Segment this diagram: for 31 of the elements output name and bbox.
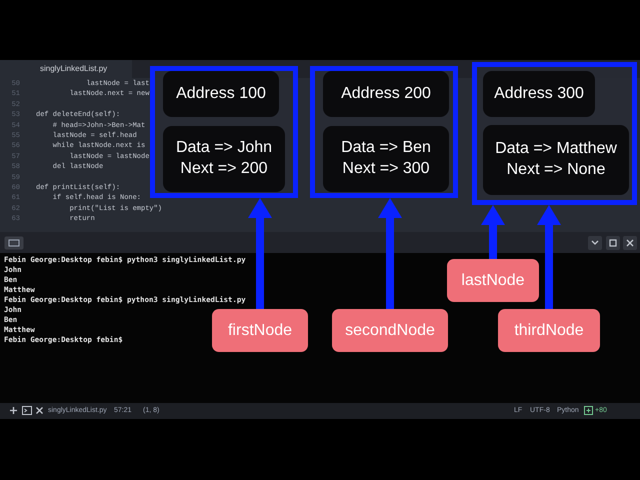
memory-cell [483,71,595,117]
cell-text: Address 100 [176,84,266,104]
cell-text: Data => Matthew [495,139,617,160]
tag-text: thirdNode [514,322,584,340]
pointer-tag [212,309,308,352]
tab-title: singlyLinkedList.py [40,65,108,73]
cell-text: Next => None [506,160,606,180]
arrow [537,205,561,309]
cell-text: Data => Ben [341,138,431,158]
pointer-tag [498,309,600,352]
memory-cell [483,125,629,195]
cell-text: Address 300 [494,84,584,104]
memory-cell [323,71,449,117]
arrow [481,205,505,259]
memory-cell [163,126,285,192]
cell-text: Next => 200 [180,159,268,179]
node-frame [310,66,458,198]
tag-text: lastNode [461,272,525,290]
cell-text: Address 200 [341,84,431,104]
memory-cell [323,126,449,192]
node-frame [150,66,298,198]
tag-text: firstNode [228,322,292,340]
cell-text: Data => John [176,138,272,158]
pointer-tag [447,259,539,302]
tag-text: secondNode [345,322,435,340]
node-frame [472,62,637,205]
cell-text: Next => 300 [342,159,430,179]
pointer-tag [332,309,448,352]
arrow [378,198,402,309]
arrow [248,198,272,309]
memory-cell [163,71,279,117]
